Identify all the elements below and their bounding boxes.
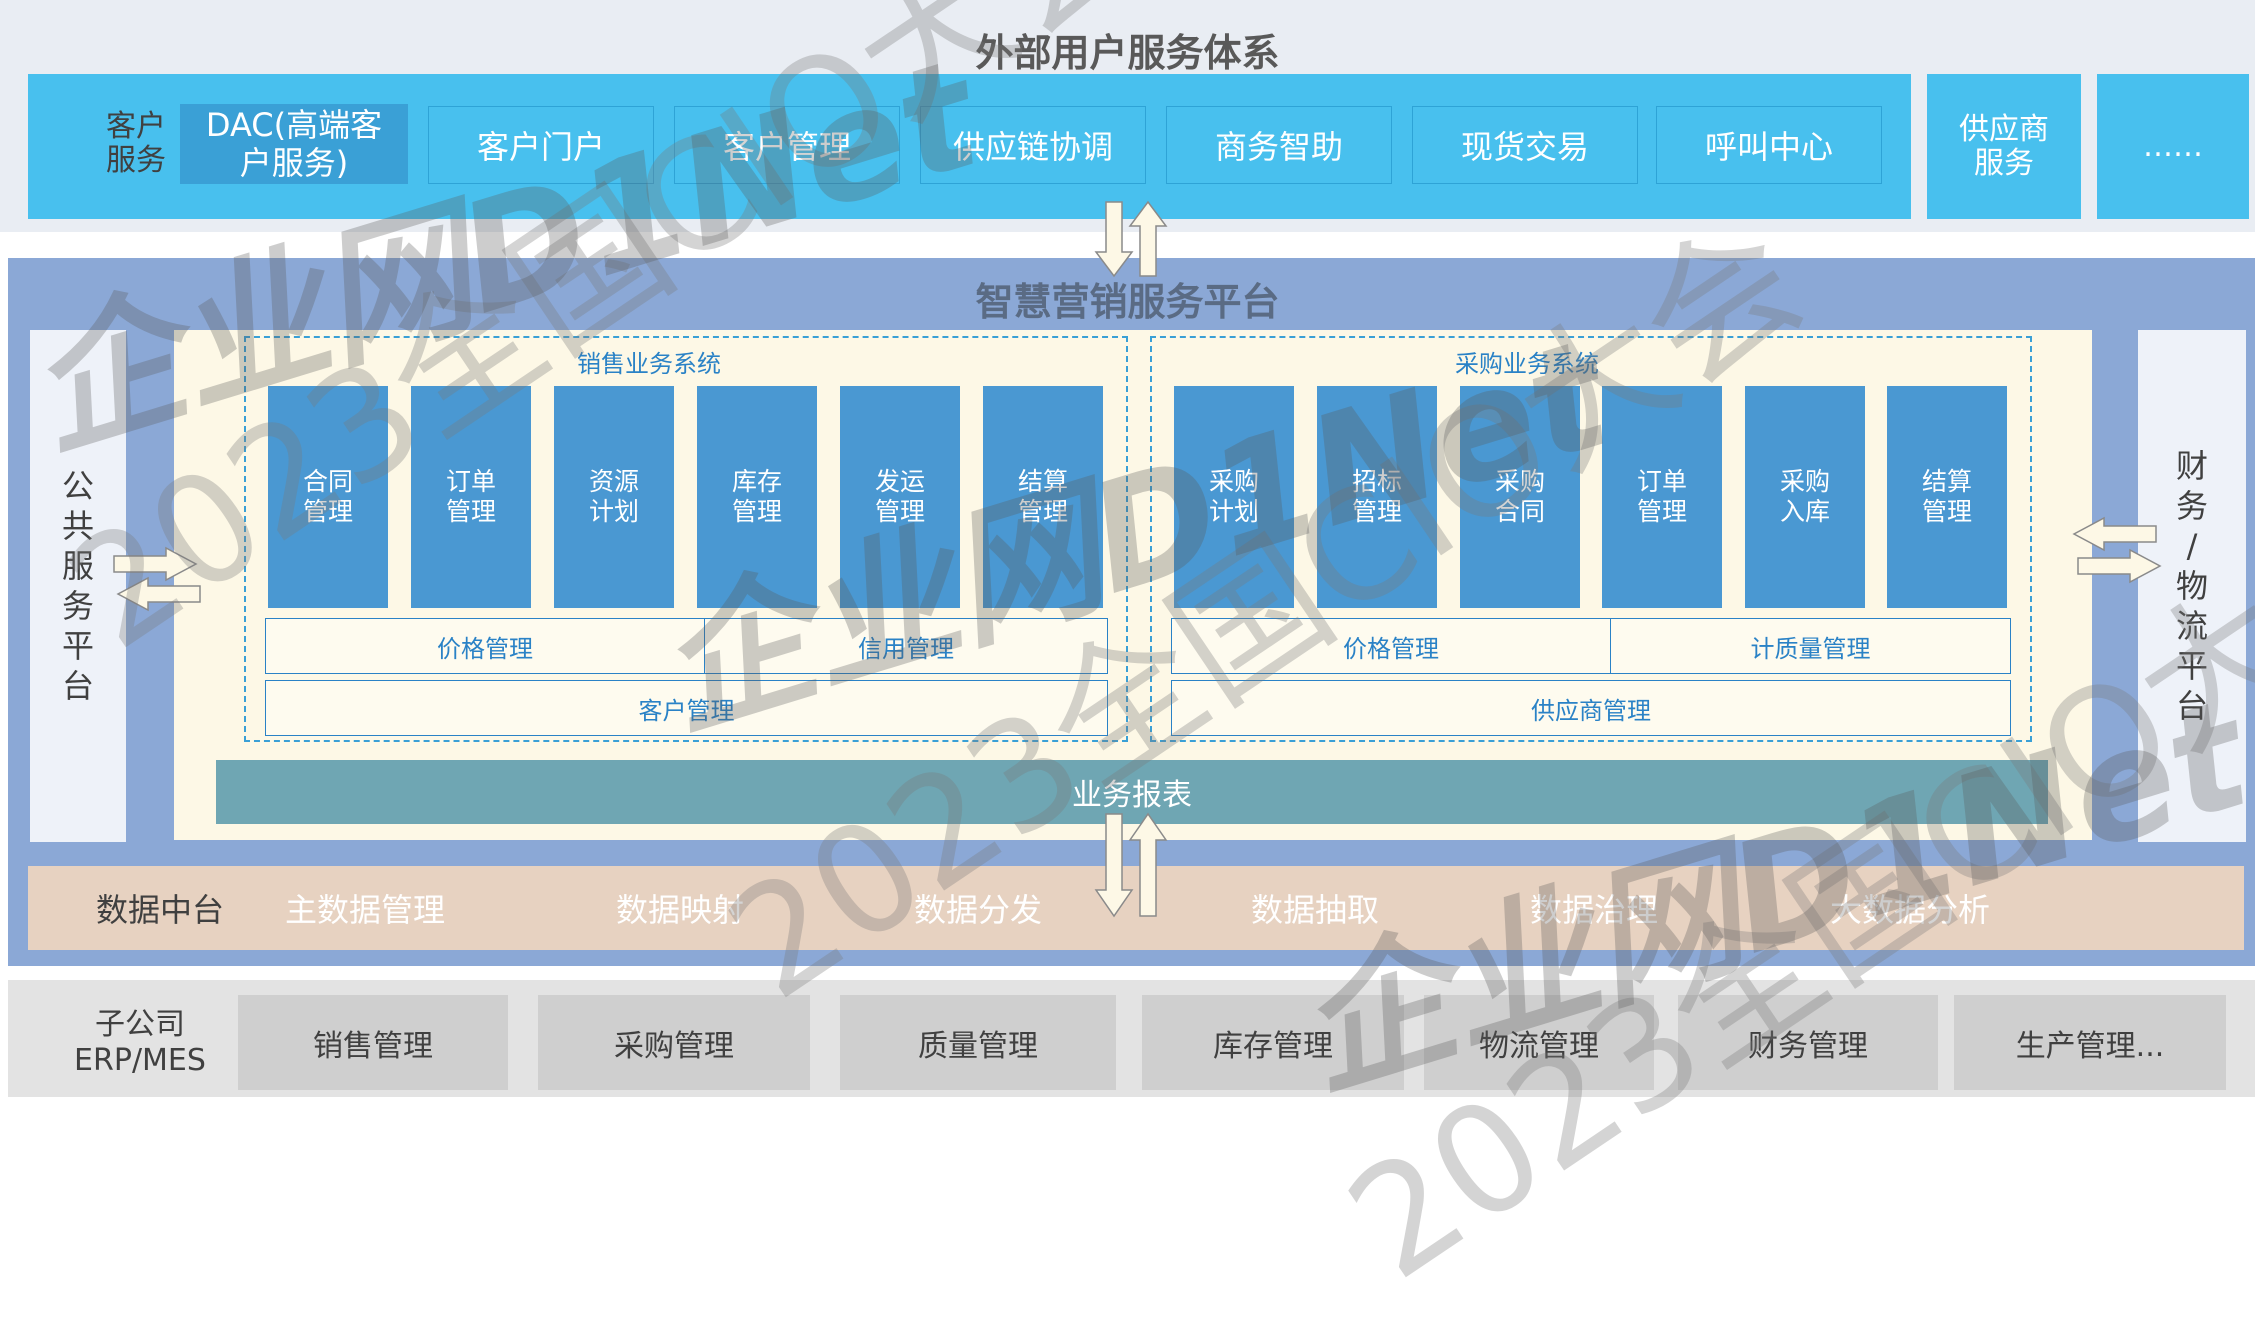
purchase-module: 采购 入库 (1745, 386, 1865, 608)
sales-customer-bar: 客户管理 (265, 680, 1108, 736)
subsidiary-box: 物流管理 (1424, 995, 1654, 1090)
supplier-service-box: 供应商 服务 (1927, 74, 2081, 219)
data-center-item: 主数据管理 (284, 891, 445, 929)
service-box: 呼叫中心 (1656, 106, 1882, 184)
top-bidirectional-arrow-icon (1094, 200, 1168, 278)
purchase-price-bar: 价格管理 (1171, 618, 1611, 674)
service-box: 客户门户 (428, 106, 654, 184)
purchase-quality-bar: 计质量管理 (1610, 618, 2011, 674)
data-center-item: 数据抽取 (1250, 891, 1379, 929)
sales-module: 结算 管理 (983, 386, 1103, 608)
subsidiary-box: 库存管理 (1142, 995, 1404, 1090)
business-report-bar: 业务报表 (216, 760, 2048, 824)
data-center-item: 数据治理 (1529, 891, 1658, 929)
purchase-module: 采购 计划 (1174, 386, 1294, 608)
sales-price-bar: 价格管理 (265, 618, 705, 674)
purchase-supplier-bar: 供应商管理 (1171, 680, 2011, 736)
purchase-module: 采购 合同 (1460, 386, 1580, 608)
finance-logistics-pillar: 财 务 / 物 流 平 台 (2138, 330, 2246, 842)
sales-module: 资源 计划 (554, 386, 674, 608)
public-service-pillar: 公 共 服 务 平 台 (30, 330, 126, 842)
service-box: 商务智助 (1166, 106, 1392, 184)
sales-system-group (244, 336, 1128, 742)
purchase-system-group (1150, 336, 2032, 742)
sales-module: 发运 管理 (840, 386, 960, 608)
platform-title: 智慧营销服务平台 (975, 279, 1280, 324)
left-bidirectional-arrow-icon (113, 546, 201, 612)
purchase-system-title: 采购业务系统 (1455, 349, 1599, 378)
purchase-module: 订单 管理 (1602, 386, 1722, 608)
subsidiary-box: 采购管理 (538, 995, 810, 1090)
subsidiary-box: 生产管理... (1954, 995, 2226, 1090)
bottom-bidirectional-arrow-icon (1094, 812, 1168, 918)
service-box: 供应链协调 (920, 106, 1146, 184)
purchase-module: 结算 管理 (1887, 386, 2007, 608)
sales-system-title: 销售业务系统 (577, 349, 721, 378)
service-box: 现货交易 (1412, 106, 1638, 184)
data-center-bar (28, 866, 2244, 950)
purchase-module: 招标 管理 (1317, 386, 1437, 608)
subsidiary-box: 销售管理 (238, 995, 508, 1090)
data-center-item: 大数据分析 (1829, 891, 1990, 929)
data-center-label: 数据中台 (95, 891, 224, 929)
data-center-item: 数据分发 (913, 891, 1042, 929)
sales-module: 合同 管理 (268, 386, 388, 608)
sales-module: 库存 管理 (697, 386, 817, 608)
customer-service-label: 客户 服务 (106, 109, 166, 178)
subsidiary-box: 质量管理 (840, 995, 1116, 1090)
subsidiary-label: 子公司 ERP/MES (74, 1006, 206, 1078)
subsidiary-box: 财务管理 (1678, 995, 1938, 1090)
data-center-item: 数据映射 (615, 891, 744, 929)
sales-module: 订单 管理 (411, 386, 531, 608)
external-service-title: 外部用户服务体系 (975, 30, 1280, 75)
sales-credit-bar: 信用管理 (704, 618, 1108, 674)
dac-box: DAC(高端客 户服务) (180, 104, 408, 184)
service-box: 客户管理 (674, 106, 900, 184)
more-box: …… (2097, 74, 2249, 219)
right-bidirectional-arrow-icon (2072, 516, 2162, 584)
